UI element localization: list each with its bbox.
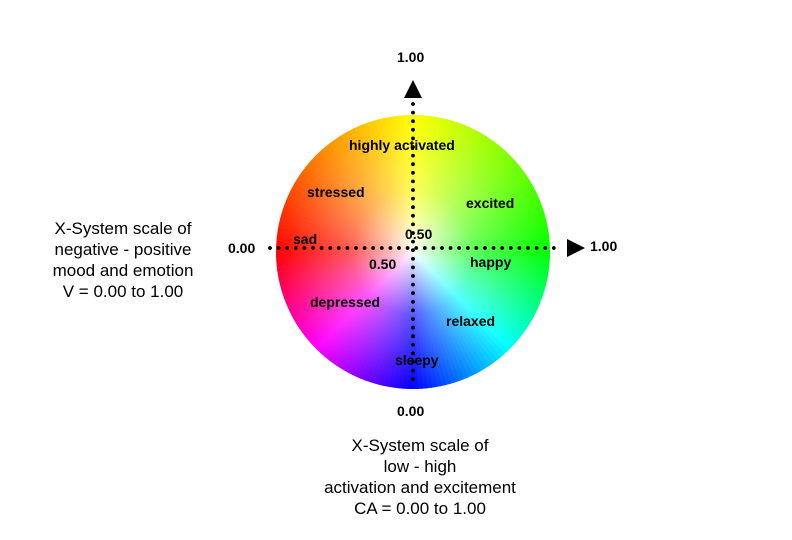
axis-dot bbox=[371, 246, 376, 250]
axis-dot bbox=[411, 153, 415, 158]
emotion-label-sad: sad bbox=[293, 231, 318, 247]
axis-dot bbox=[411, 119, 415, 124]
emotion-label-depressed: depressed bbox=[310, 294, 381, 310]
axis-dot bbox=[543, 246, 548, 250]
axis-dot bbox=[411, 127, 415, 132]
axis-dot bbox=[411, 351, 415, 356]
axis-dot bbox=[465, 246, 470, 250]
vertical-axis-max-label: 1.00 bbox=[397, 49, 425, 65]
valence-caption-line-4: V = 0.00 to 1.00 bbox=[62, 282, 184, 301]
right-arrow-icon bbox=[567, 239, 585, 257]
axis-dot bbox=[440, 246, 444, 250]
emotion-label-highly-activated: highly activated bbox=[349, 137, 455, 153]
activation-caption-line-1: X-System scale of bbox=[351, 436, 489, 455]
axis-dot bbox=[414, 246, 419, 250]
emotion-label-stressed: stressed bbox=[307, 184, 365, 200]
axis-dot bbox=[534, 246, 539, 250]
axis-dot bbox=[422, 246, 427, 250]
axis-dot bbox=[500, 246, 505, 250]
axis-dot bbox=[411, 360, 415, 364]
axis-dot bbox=[411, 231, 415, 235]
center-upper-label: 0.50 bbox=[405, 226, 433, 242]
axis-dot bbox=[302, 246, 307, 250]
center-lower-label: 0.50 bbox=[369, 256, 397, 272]
axis-dot bbox=[411, 179, 415, 184]
emotion-label-happy: happy bbox=[470, 254, 512, 270]
axis-dot bbox=[411, 299, 415, 304]
axis-dot bbox=[411, 205, 415, 210]
axis-dot bbox=[411, 188, 415, 192]
valence-axis-caption: X-System scale of negative - positive mo… bbox=[28, 218, 218, 302]
axis-dot bbox=[508, 246, 513, 250]
valence-caption-line-2: negative - positive bbox=[54, 240, 192, 259]
axis-dot bbox=[293, 246, 298, 250]
axis-dot bbox=[411, 325, 415, 330]
emotion-label-excited: excited bbox=[466, 195, 515, 211]
vertical-axis-min-label: 0.00 bbox=[397, 403, 425, 419]
axis-dot bbox=[431, 246, 436, 250]
valence-caption-line-3: mood and emotion bbox=[52, 261, 194, 280]
axis-dot bbox=[411, 213, 415, 218]
emotion-label-sleepy: sleepy bbox=[395, 352, 439, 368]
axis-dot bbox=[551, 246, 556, 250]
axis-dot bbox=[345, 246, 350, 250]
horizontal-axis-min-label: 0.00 bbox=[228, 240, 256, 256]
axis-dot bbox=[411, 196, 415, 201]
activation-caption-line-4: CA = 0.00 to 1.00 bbox=[354, 499, 486, 518]
axis-dot bbox=[411, 377, 415, 382]
activation-axis-caption: X-System scale of low - high activation … bbox=[300, 435, 540, 519]
axis-dot bbox=[405, 246, 410, 250]
axis-dot bbox=[411, 136, 415, 141]
axis-dot bbox=[448, 246, 453, 250]
axis-dot bbox=[411, 248, 415, 253]
activation-caption-line-3: activation and excitement bbox=[324, 478, 516, 497]
axis-dot bbox=[285, 246, 290, 250]
axis-dotted-lines bbox=[268, 102, 556, 382]
axis-dot bbox=[397, 246, 401, 250]
activation-caption-line-2: low - high bbox=[383, 457, 457, 476]
axis-dot bbox=[526, 246, 530, 250]
axis-dot bbox=[517, 246, 522, 250]
axis-dot bbox=[457, 246, 462, 250]
axis-dot bbox=[354, 246, 358, 250]
axis-dot bbox=[336, 246, 341, 250]
axis-dot bbox=[474, 246, 479, 250]
axis-dot bbox=[491, 246, 496, 250]
axis-dot bbox=[311, 246, 315, 250]
axis-dot bbox=[411, 162, 415, 167]
valence-caption-line-1: X-System scale of bbox=[54, 219, 192, 238]
axis-dot bbox=[483, 246, 487, 250]
axis-dot bbox=[411, 239, 415, 244]
axis-dot bbox=[362, 246, 367, 250]
axis-dot bbox=[328, 246, 333, 250]
axis-dot bbox=[411, 274, 415, 278]
axis-dot bbox=[411, 368, 415, 373]
axis-dot bbox=[411, 170, 415, 175]
axis-dot bbox=[411, 222, 415, 227]
axis-dot bbox=[411, 342, 415, 347]
axis-dot bbox=[411, 282, 415, 287]
axis-dot bbox=[411, 308, 415, 313]
axis-dot bbox=[276, 246, 281, 250]
axis-dot bbox=[411, 317, 415, 321]
axis-dot bbox=[411, 256, 415, 261]
axis-dot bbox=[268, 246, 272, 250]
axis-dot bbox=[411, 110, 415, 115]
axis-dot bbox=[411, 334, 415, 339]
axis-dot bbox=[379, 246, 384, 250]
axis-dot bbox=[411, 145, 415, 149]
axis-dot bbox=[411, 265, 415, 270]
axis-dot bbox=[319, 246, 324, 250]
emotion-label-relaxed: relaxed bbox=[446, 313, 496, 329]
horizontal-axis-max-label: 1.00 bbox=[590, 238, 618, 254]
axis-dot bbox=[411, 102, 415, 106]
axis-dot bbox=[388, 246, 393, 250]
up-arrow-icon bbox=[404, 80, 422, 98]
axis-dot bbox=[411, 291, 415, 296]
